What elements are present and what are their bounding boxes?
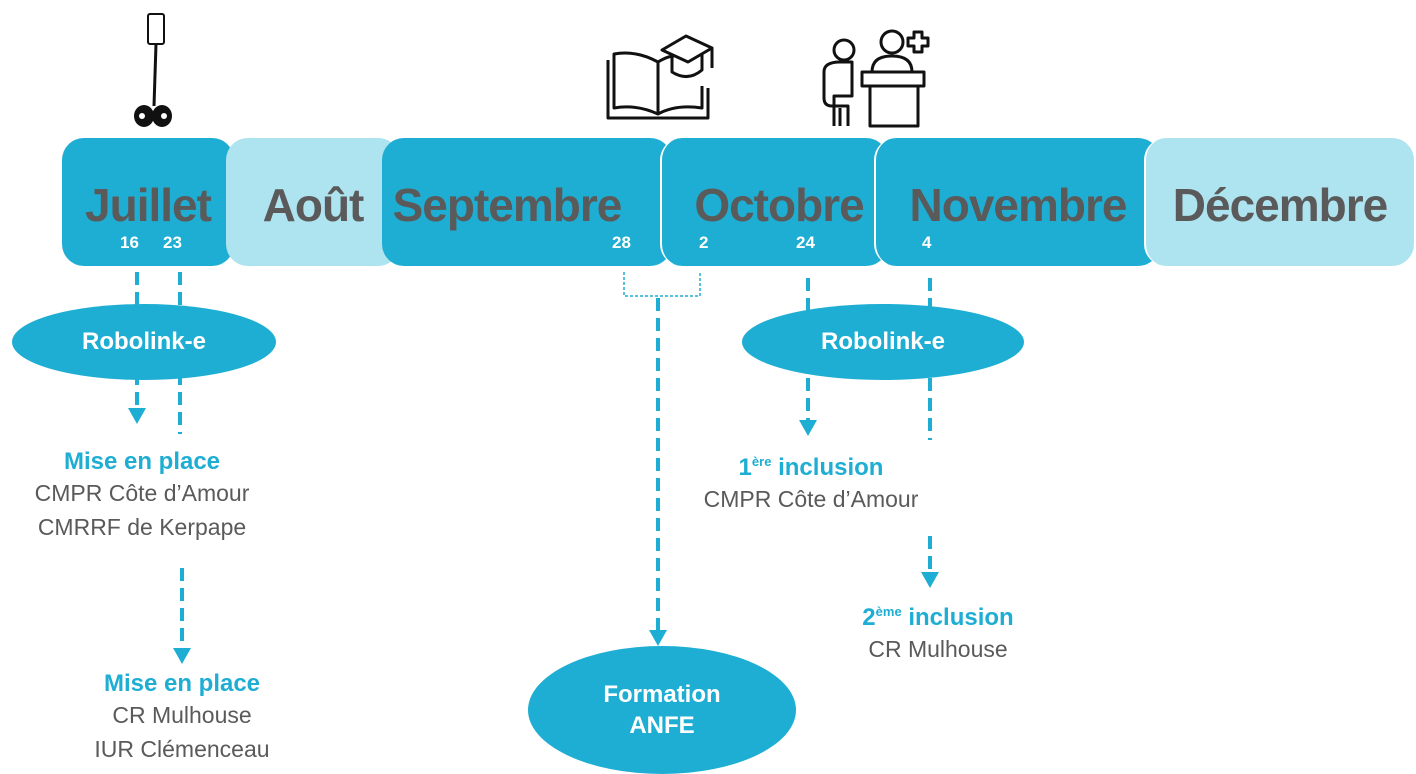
ordinal-suffix: ère: [751, 454, 772, 469]
event-line: CMRRF de Kerpape: [37, 514, 247, 540]
event-word: inclusion: [901, 604, 1014, 631]
ordinal-number: 2: [862, 604, 876, 631]
event-line: CR Mulhouse: [868, 636, 1008, 662]
event-inclusion-2: 2ème inclusion CR Mulhouse: [808, 604, 1068, 666]
date-4: 4: [922, 233, 932, 252]
oval-label-line2: ANFE: [629, 712, 695, 739]
medical-consultation-icon: [822, 29, 930, 128]
oval-label: Robolink-e: [821, 328, 945, 356]
date-16: 16: [120, 233, 139, 252]
arrowhead-4: [921, 572, 939, 588]
event-word: inclusion: [771, 454, 884, 481]
month-label: Octobre: [694, 179, 864, 231]
event-line: CR Mulhouse: [112, 702, 252, 728]
month-aout: Août: [226, 138, 400, 266]
month-octobre: Octobre: [660, 138, 888, 266]
bracket-28-2: [623, 272, 701, 297]
month-label: Septembre: [392, 179, 623, 231]
month-label: Août: [262, 179, 365, 231]
oval-label: Robolink-e: [82, 328, 206, 356]
oval-label-line1: Formation: [603, 680, 721, 708]
month-label: Juillet: [85, 179, 212, 231]
book-graduation-cap-icon: [606, 34, 714, 120]
date-24: 24: [796, 233, 815, 252]
event-title: Mise en place: [63, 448, 221, 475]
arrowhead-24: [799, 420, 817, 436]
event-mise-en-place-1: Mise en place CMPR Côte d’Amour CMRRF de…: [0, 448, 284, 544]
month-novembre: Novembre: [874, 138, 1160, 266]
event-line: IUR Clémenceau: [94, 736, 270, 762]
month-label: Décembre: [1172, 179, 1388, 231]
month-decembre: Décembre: [1144, 138, 1414, 266]
month-juillet: Juillet: [62, 138, 234, 266]
event-inclusion-1: 1ère inclusion CMPR Côte d’Amour: [668, 454, 954, 516]
month-label: Novembre: [909, 179, 1128, 231]
month-septembre: Septembre: [382, 138, 672, 266]
ordinal-number: 1: [738, 454, 752, 481]
event-title: 1ère inclusion: [668, 454, 954, 482]
date-23: 23: [163, 233, 182, 252]
date-2: 2: [699, 233, 709, 252]
ordinal-suffix: ème: [875, 604, 902, 619]
oval-robolink-2: Robolink-e: [742, 304, 1024, 380]
oval-formation-anfe: Formation ANFE: [528, 646, 796, 774]
oval-robolink-1: Robolink-e: [12, 304, 276, 380]
arrowhead-16: [128, 408, 146, 424]
event-line: CMPR Côte d’Amour: [703, 486, 919, 512]
telepresence-robot-icon: [134, 13, 172, 127]
arrowhead-23: [173, 648, 191, 664]
event-title: Mise en place: [103, 670, 261, 697]
arrowhead-formation: [649, 630, 667, 646]
event-title: 2ème inclusion: [808, 604, 1068, 632]
event-line: CMPR Côte d’Amour: [34, 480, 250, 506]
event-mise-en-place-2: Mise en place CR Mulhouse IUR Clémenceau: [54, 670, 310, 766]
date-28: 28: [612, 233, 631, 252]
